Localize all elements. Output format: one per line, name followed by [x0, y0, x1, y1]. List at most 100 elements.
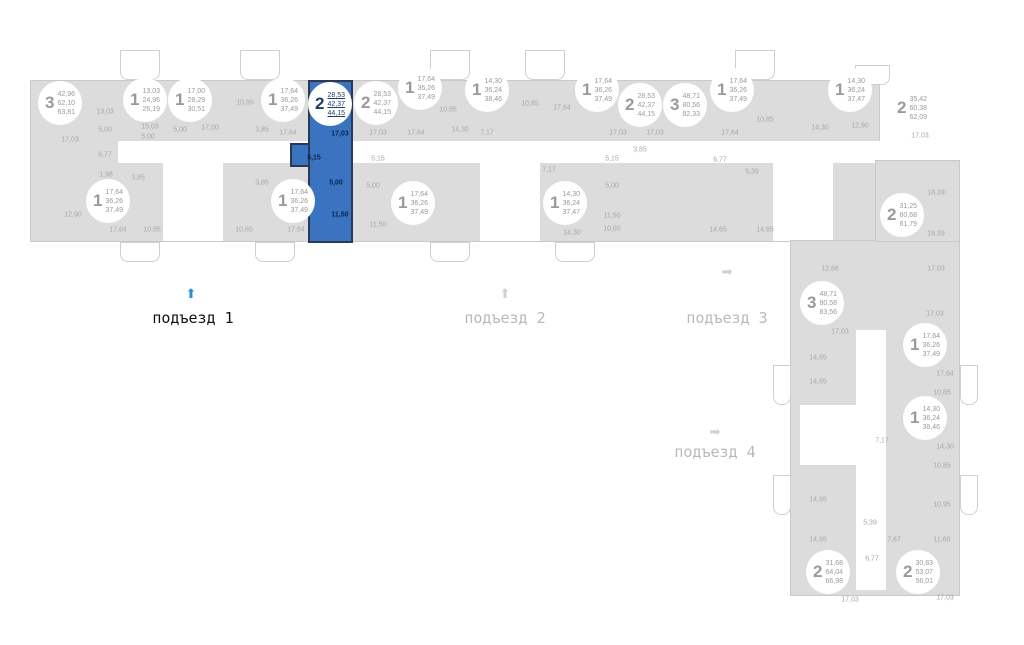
room-area-label: 17,03	[369, 129, 387, 137]
room-area-label: 6,77	[98, 151, 112, 159]
selected-room-area-label: 17,03	[331, 130, 349, 138]
area-value: 42,96	[57, 90, 75, 98]
entrance-3-link[interactable]: подъезд 3	[686, 309, 768, 327]
room-area-label: 1,98	[99, 171, 113, 179]
room-area-label: 17,03	[841, 596, 859, 604]
room-area-label: 10,95	[933, 501, 951, 509]
room-area-label: 17,03	[926, 310, 944, 318]
selected-room-area-label: 11,50	[331, 211, 349, 219]
area-value: 36,26	[594, 86, 612, 94]
room-area-label: 5,00	[141, 133, 155, 141]
room-area-label: 3,85	[255, 179, 269, 187]
room-count: 2	[361, 93, 371, 112]
arrow-right-icon: ➡	[709, 424, 721, 439]
room-area-label: 17,64	[553, 104, 571, 112]
area-value: 42,37	[373, 99, 391, 107]
area-value: 14,30	[847, 77, 865, 85]
area-value: 66,98	[825, 577, 843, 585]
area-value: 37,47	[562, 208, 580, 216]
entrance-4-link[interactable]: подъезд 4	[674, 443, 756, 461]
room-area-label: 14,30	[811, 124, 829, 132]
room-area-label: 14,65	[709, 226, 727, 234]
room-area-label: 5,15	[371, 155, 385, 163]
room-area-label: 17,64	[936, 370, 954, 378]
area-value: 82,33	[682, 110, 700, 118]
area-value: 37,49	[417, 93, 435, 101]
room-area-label: 17,64	[279, 129, 297, 137]
room-area-label: 5,00	[366, 182, 380, 190]
room-count: 1	[268, 90, 278, 109]
area-value: 14,30	[922, 405, 940, 413]
stairwell	[163, 163, 223, 241]
area-value: 64,04	[825, 568, 843, 576]
balcony	[555, 242, 595, 262]
room-area-label: 11,50	[369, 221, 387, 229]
area-value: 38,46	[484, 95, 502, 103]
room-area-label: 12,66	[821, 265, 839, 273]
area-value: 37,49	[729, 95, 747, 103]
stairwell	[800, 405, 856, 465]
room-area-label: 18,39	[927, 230, 945, 238]
room-area-label: 14,30	[936, 443, 954, 451]
room-area-label: 5,39	[745, 168, 759, 176]
area-value: 36,26	[280, 96, 298, 104]
balcony	[960, 475, 978, 515]
room-area-label: 12,90	[64, 211, 82, 219]
room-area-label: 17,03	[61, 136, 79, 144]
room-count: 3	[807, 293, 817, 312]
room-count: 1	[582, 80, 592, 99]
area-value: 17,64	[410, 190, 428, 198]
room-area-label: 10,85	[143, 226, 161, 234]
room-area-label: 14,30	[451, 126, 469, 134]
room-area-label: 10,85	[933, 389, 951, 397]
balcony	[525, 50, 565, 80]
room-count: 3	[670, 95, 680, 114]
room-count: 1	[550, 193, 560, 212]
room-count: 2	[813, 562, 823, 581]
entrance-2-link[interactable]: подъезд 2	[464, 309, 546, 327]
selected-room-area-label: 5,00	[329, 179, 343, 187]
area-value: 35,42	[909, 95, 927, 103]
area-value: 37,49	[922, 350, 940, 358]
room-area-label: 17,64	[721, 129, 739, 137]
area-value: 36,26	[105, 197, 123, 205]
entrance-1-link[interactable]: подъезд 1	[152, 309, 234, 327]
area-value: 60,68	[899, 211, 917, 219]
room-area-label: 7,67	[887, 536, 901, 544]
balcony	[430, 242, 470, 262]
